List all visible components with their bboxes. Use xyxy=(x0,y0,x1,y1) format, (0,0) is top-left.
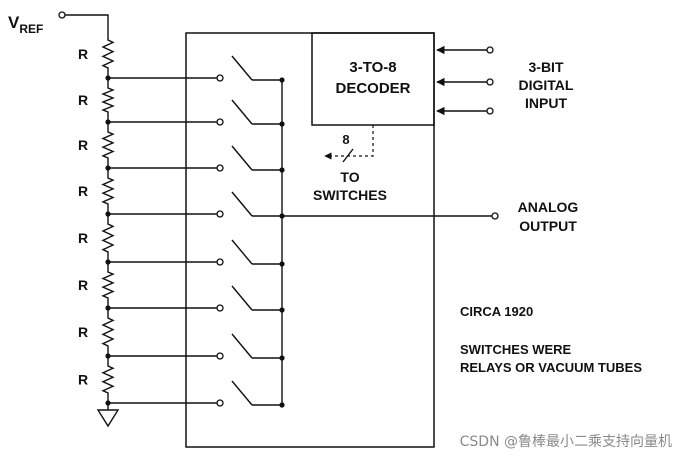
switch-blade-2 xyxy=(231,99,253,125)
switch-box xyxy=(185,32,435,448)
circa-note: CIRCA 1920 xyxy=(460,304,533,319)
switch-note-2: RELAYS OR VACUUM TUBES xyxy=(460,360,642,375)
switch-array xyxy=(105,55,285,408)
resistor-label-4: R xyxy=(78,183,88,199)
resistor-ladder: R R R R R R R R xyxy=(78,30,115,403)
bus-dot-8 xyxy=(279,402,285,408)
switch-blade-5 xyxy=(231,239,253,265)
digital-input-label-2: DIGITAL xyxy=(519,77,574,93)
resistor-2 xyxy=(101,78,115,122)
watermark: CSDN @鲁棒最小二乘支持向量机 xyxy=(460,434,672,450)
to-switches-label-2: SWITCHES xyxy=(313,187,387,203)
vref-wire xyxy=(65,14,109,30)
resistor-6 xyxy=(101,262,115,308)
resistor-7 xyxy=(101,308,115,356)
resistor-label-7: R xyxy=(78,324,88,340)
resistor-4 xyxy=(101,168,115,214)
switch-blade-4 xyxy=(231,191,253,217)
switch-blade-3 xyxy=(231,145,253,171)
vref-main: V xyxy=(8,13,20,32)
switch-contact-5 xyxy=(216,258,224,266)
ground-symbol xyxy=(96,403,120,428)
analog-output-terminal xyxy=(491,212,499,220)
switch-contact-8 xyxy=(216,399,224,407)
resistor-label-1: R xyxy=(78,46,88,62)
resistor-label-2: R xyxy=(78,92,88,108)
resistor-1 xyxy=(101,30,115,78)
switch-blade-8 xyxy=(231,380,253,406)
switch-blade-6 xyxy=(231,285,253,311)
switch-contact-4 xyxy=(216,210,224,218)
switch-contact-1 xyxy=(216,74,224,82)
digital-input-label-3: INPUT xyxy=(525,95,567,111)
switch-contact-6 xyxy=(216,304,224,312)
switch-contact-3 xyxy=(216,164,224,172)
switch-contact-2 xyxy=(216,118,224,126)
resistor-5 xyxy=(101,214,115,262)
decoder-title: 3-TO-8 xyxy=(349,59,396,76)
vref-label: VREF xyxy=(8,13,43,36)
decoder-subtitle: DECODER xyxy=(335,80,410,97)
resistor-label-6: R xyxy=(78,277,88,293)
bus-dot-1 xyxy=(279,77,285,83)
analog-output-label-1: ANALOG xyxy=(518,199,579,215)
decoder-output-bus xyxy=(324,125,374,163)
digital-input-label-1: 3-BIT xyxy=(529,59,564,75)
decoder-box xyxy=(311,32,435,126)
vref-sub: REF xyxy=(19,22,43,36)
to-switches-label-1: TO xyxy=(340,169,359,185)
switch-note-1: SWITCHES WERE xyxy=(460,342,572,357)
bus-count-label: 8 xyxy=(342,132,349,147)
switch-blade-1 xyxy=(231,55,253,81)
resistor-8 xyxy=(101,356,115,403)
digital-input-lines xyxy=(436,45,494,116)
switch-contact-7 xyxy=(216,352,224,360)
resistor-label-8: R xyxy=(78,372,88,388)
vref-terminal xyxy=(58,11,66,19)
switch-blade-7 xyxy=(231,333,253,359)
resistor-label-5: R xyxy=(78,230,88,246)
resistor-label-3: R xyxy=(78,137,88,153)
analog-output-label-2: OUTPUT xyxy=(519,218,577,234)
resistor-3 xyxy=(101,122,115,168)
